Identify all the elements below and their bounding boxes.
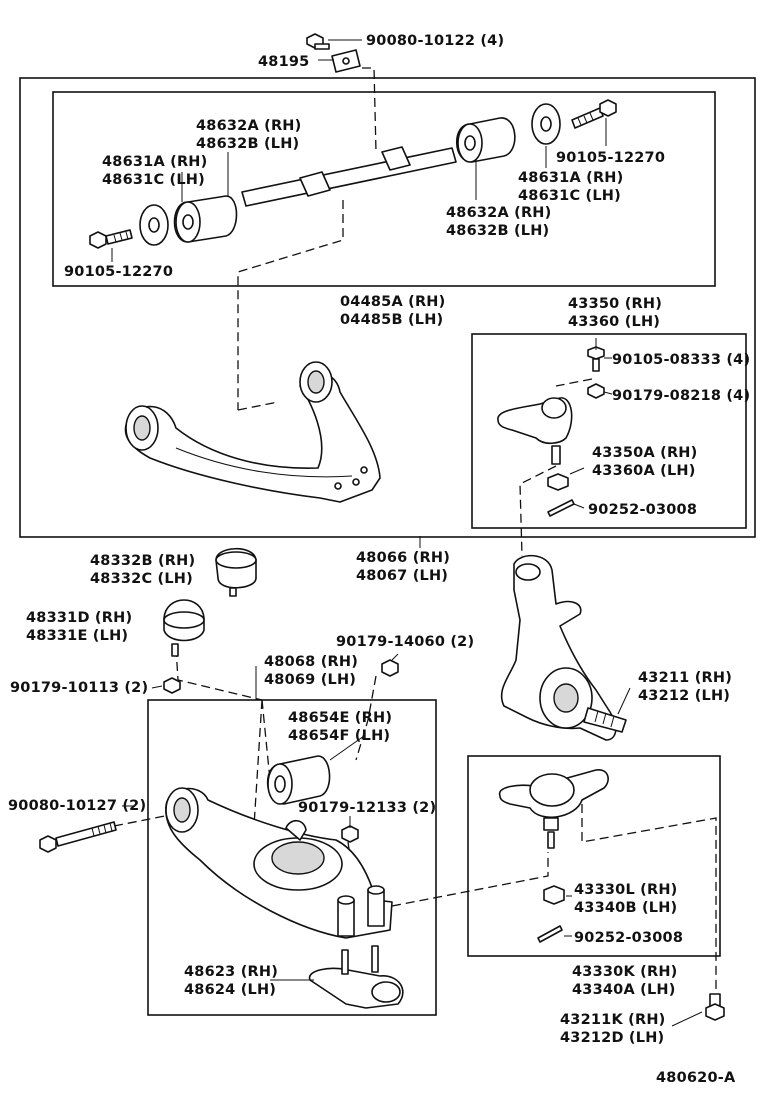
label-cotter-pin-lower: 90252-03008 [574,930,683,946]
label-bushing-lower-rh: 48632A (RH) [446,205,551,221]
label-bolt-top: 90080-10122 (4) [366,33,504,49]
label-lower-arm-lh: 48069 (LH) [264,672,356,688]
part-labels: 90080-10122 (4) 48195 48632A (RH) 48632B… [8,33,750,1086]
leader-lines [111,39,703,1027]
label-nut-lower-top: 90179-14060 (2) [336,634,474,650]
shaft-kit-illustration [89,33,617,249]
label-washer-right-lh: 48631C (LH) [518,188,621,204]
label-shaft-kit-lh: 04485B (LH) [340,312,443,328]
label-knuckle-rh: 43211 (RH) [638,670,732,686]
lower-ball-joint-frame [467,755,721,957]
lower-arm-frame [147,699,437,1016]
label-castle-nut-rh: 43350A (RH) [592,445,697,461]
label-nut-ball-joint: 90179-08218 (4) [612,388,750,404]
upper-arm-illustration [124,361,381,503]
label-nut-stopper: 90179-10113 (2) [10,680,148,696]
upper-ball-joint-frame [471,333,747,529]
shaft-icon [241,147,457,207]
bolt-lower-icon [39,835,57,853]
label-knuckle-bolt-lh: 43212D (LH) [560,1030,664,1046]
upper-arm-frame [19,77,756,538]
label-lower-bushing-rh: 48654E (RH) [288,710,392,726]
label-bolt-right: 90105-12270 [556,150,665,166]
shaft-kit-frame [52,91,716,287]
label-lower-ball-joint-lh: 43340A (LH) [572,982,676,998]
label-bushing-upper-lh: 48632B (LH) [196,136,299,152]
label-upper-arm-rh: 48066 (RH) [356,550,450,566]
label-lower-bushing-lh: 48654F (LH) [288,728,390,744]
upper-ball-joint-illustration [497,346,605,517]
label-upper-ball-joint-lh: 43360 (LH) [568,314,660,330]
label-washer-right-rh: 48631A (RH) [518,170,623,186]
label-bolt-lower: 90080-10127 (2) [8,798,146,814]
label-bracket-lh: 48624 (LH) [184,982,276,998]
label-washer-left-lh: 48631C (LH) [102,172,205,188]
label-bumper-rh: 48332B (RH) [90,553,195,569]
label-castle-nut-lh: 43360A (LH) [592,463,696,479]
label-rebound-stopper-rh: 48331D (RH) [26,610,132,626]
label-lower-arm-rh: 48068 (RH) [264,654,358,670]
label-lower-ball-joint-rh: 43330K (RH) [572,964,677,980]
label-nut-lower-mid: 90179-12133 (2) [298,800,436,816]
bolt-left-icon [89,231,107,249]
label-knuckle-bolt-rh: 43211K (RH) [560,1012,665,1028]
bolt-right-icon [599,99,617,117]
label-bumper-lh: 48332C (LH) [90,571,193,587]
lower-parts-illustration [39,548,725,1021]
label-shaft-kit-rh: 04485A (RH) [340,294,445,310]
label-bracket-rh: 48623 (RH) [184,964,278,980]
diagram-id: 480620-A [656,1070,736,1086]
label-lower-nut-rh: 43330L (RH) [574,882,678,898]
label-bolt-ball-joint: 90105-08333 (4) [612,352,750,368]
label-cotter-pin-upper: 90252-03008 [588,502,697,518]
label-upper-ball-joint-rh: 43350 (RH) [568,296,662,312]
label-rebound-stopper-lh: 48331E (LH) [26,628,128,644]
label-upper-arm-lh: 48067 (LH) [356,568,448,584]
label-bushing-lower-lh: 48632B (LH) [446,223,549,239]
label-bushing-upper-rh: 48632A (RH) [196,118,301,134]
label-washer-left-rh: 48631A (RH) [102,154,207,170]
knuckle-illustration [500,554,627,741]
label-lower-nut-lh: 43340B (LH) [574,900,677,916]
label-knuckle-lh: 43212 (LH) [638,688,730,704]
label-plate: 48195 [258,54,309,70]
label-bolt-left: 90105-12270 [64,264,173,280]
knuckle-bolt-icon [705,1003,725,1021]
